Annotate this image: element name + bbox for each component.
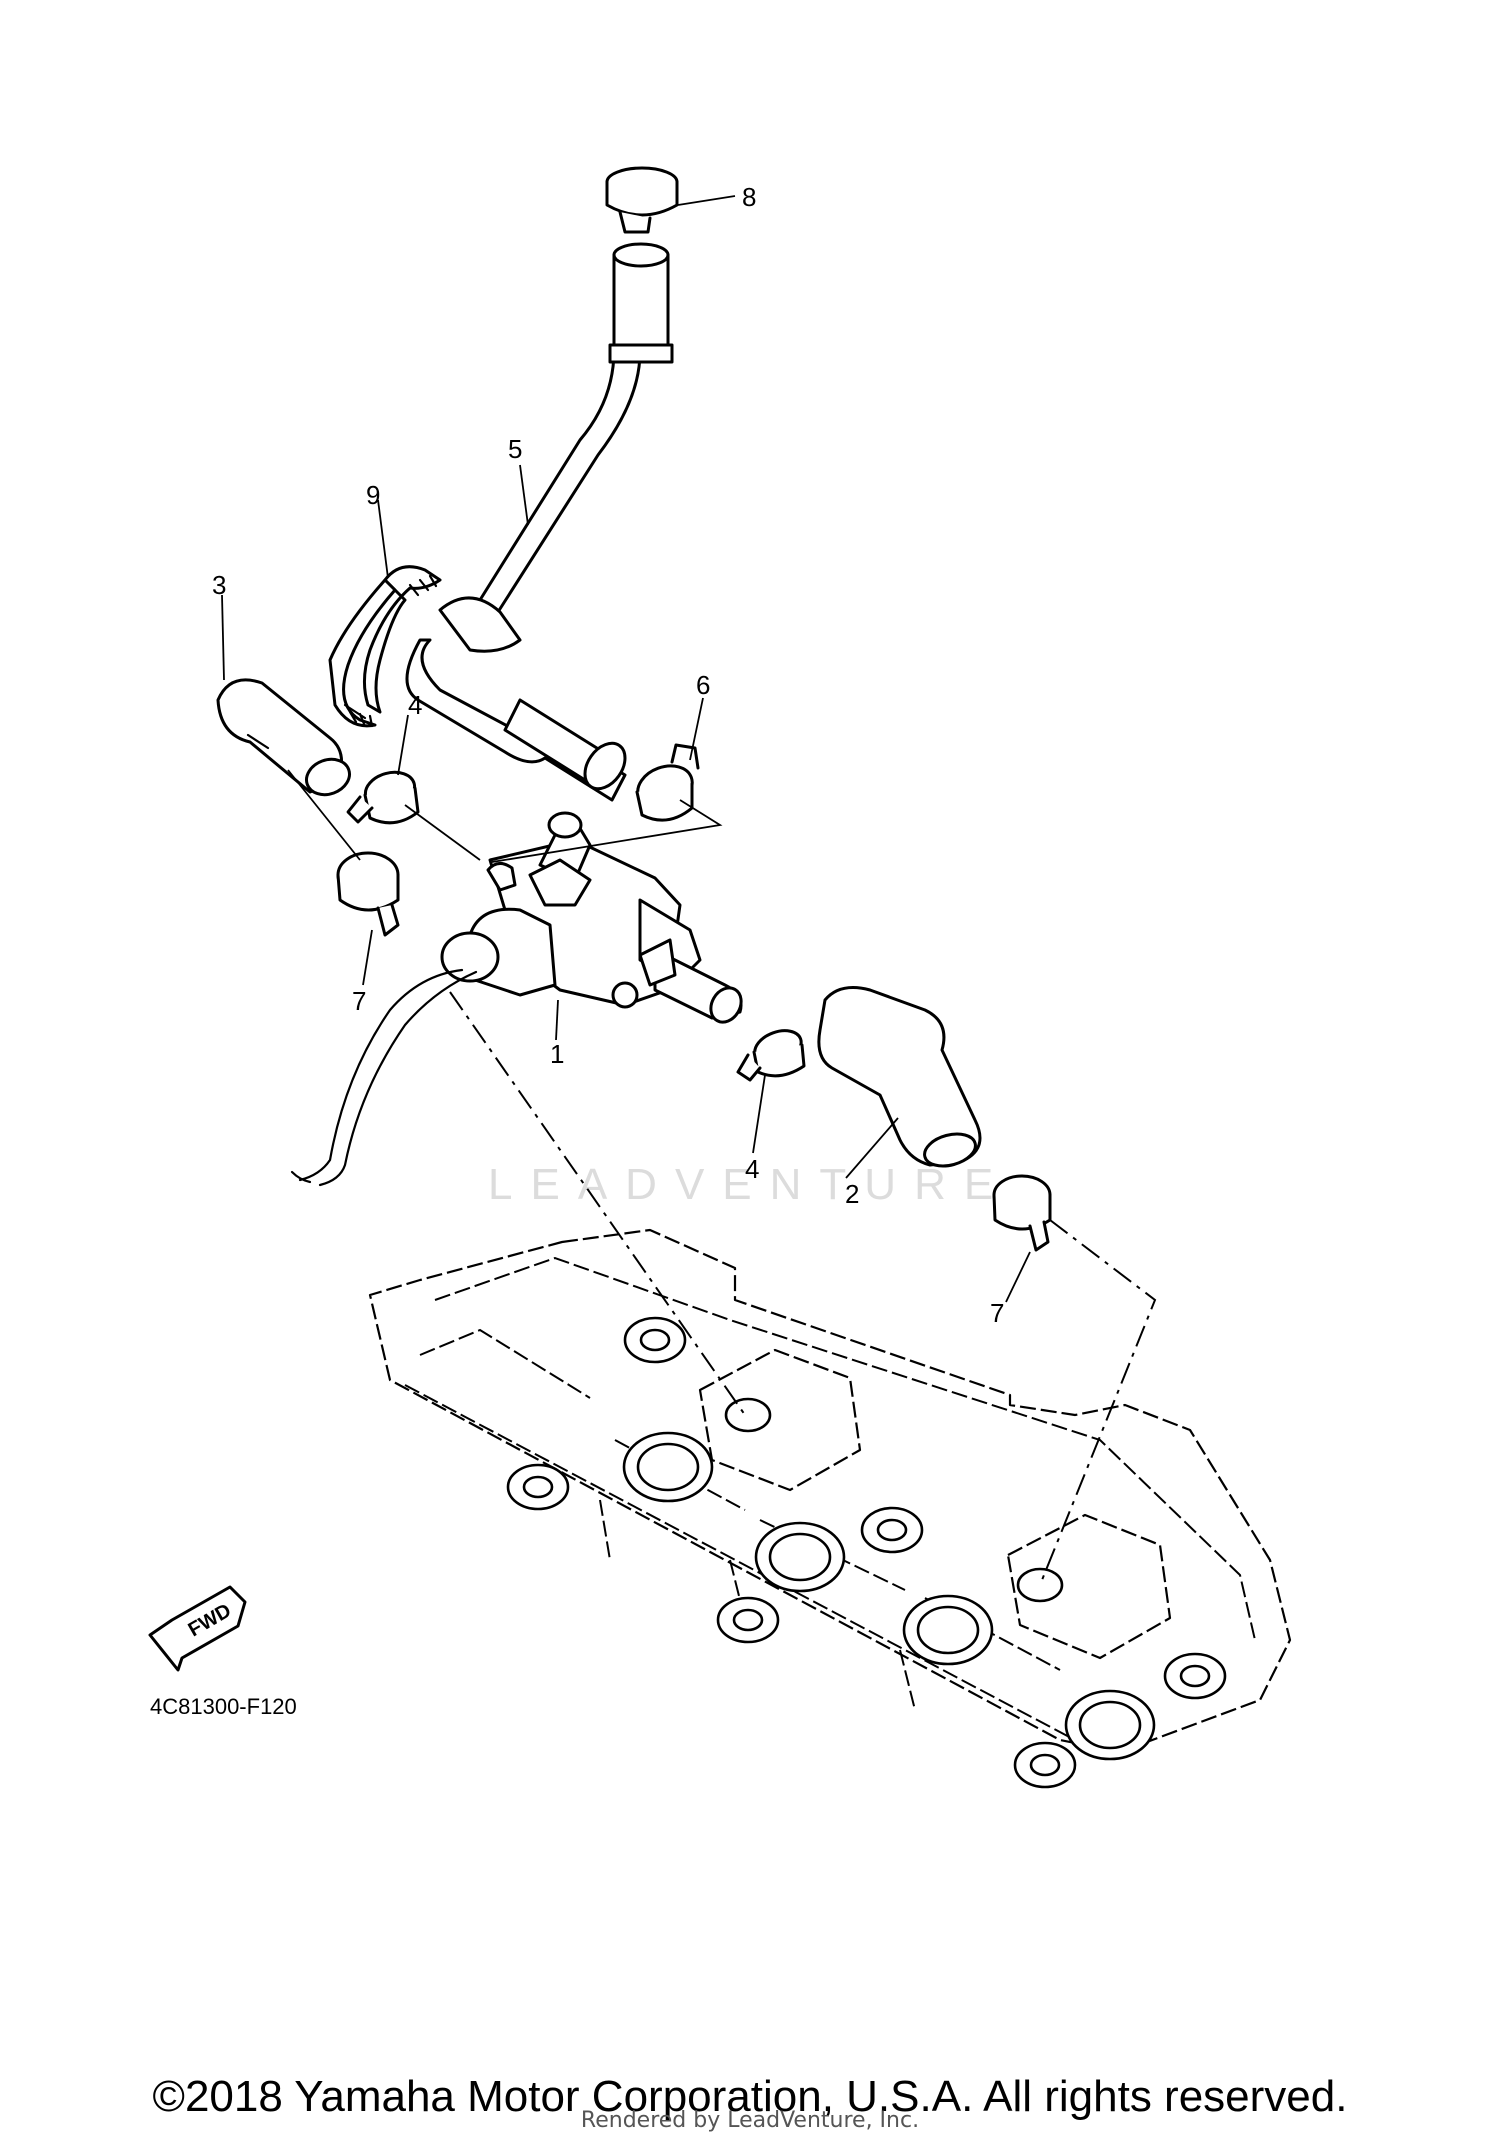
rendered-by-notice: Rendered by LeadVenture, Inc. (580, 2108, 920, 2133)
cover-boss (1163, 1652, 1227, 1700)
callout-4-upper: 4 (408, 690, 422, 720)
cover-boss (1013, 1741, 1077, 1789)
air-hose-2 (817, 986, 982, 1168)
callout-7-left: 7 (352, 986, 366, 1016)
spark-plug-hole (1064, 1689, 1156, 1761)
reed-valve-cover-right (1006, 1513, 1172, 1660)
hose-holder-9 (328, 565, 442, 728)
callout-4-lower: 4 (745, 1154, 759, 1184)
cover-boss (716, 1596, 780, 1644)
hose-clamp-8 (605, 166, 679, 234)
air-hose-3 (216, 678, 351, 797)
hose-clamp-4-lower (736, 1029, 806, 1082)
fwd-direction-arrow: FWD (148, 1585, 247, 1672)
diagram-code: 4C81300-F120 (150, 1694, 297, 1719)
reed-valve-cover-left (698, 1348, 862, 1492)
callout-9: 9 (366, 480, 380, 510)
callout-2: 2 (845, 1179, 859, 1209)
callout-5: 5 (508, 434, 522, 464)
assembly-lines (287, 769, 1157, 1586)
hose-clamp-7-left (336, 851, 400, 937)
spark-plug-hole (622, 1431, 714, 1503)
hose-clamp-6 (635, 743, 700, 822)
spark-plug-hole (754, 1521, 846, 1593)
air-induction-solenoid-1 (440, 811, 743, 1024)
callout-8: 8 (742, 182, 756, 212)
cover-boss (506, 1463, 570, 1511)
callout-7-right: 7 (990, 1298, 1004, 1328)
solenoid-wire (290, 968, 478, 1187)
air-hose-5 (405, 242, 674, 802)
cover-boss (860, 1506, 924, 1554)
callout-numbers: 8 5 9 3 6 4 7 1 4 2 7 (212, 182, 1004, 1328)
hose-clamp-4-upper (346, 770, 420, 825)
hose-clamp-7-right (992, 1174, 1052, 1252)
cylinder-head-cover (368, 1228, 1292, 1789)
callout-6: 6 (696, 670, 710, 700)
spark-plug-hole (902, 1594, 994, 1666)
copyright-notice: ©2018 Yamaha Motor Corporation, U.S.A. A… (152, 2072, 1348, 2121)
callout-3: 3 (212, 570, 226, 600)
cover-boss (623, 1316, 687, 1364)
callout-1: 1 (550, 1039, 564, 1069)
callout-leaders (221, 195, 1031, 1303)
